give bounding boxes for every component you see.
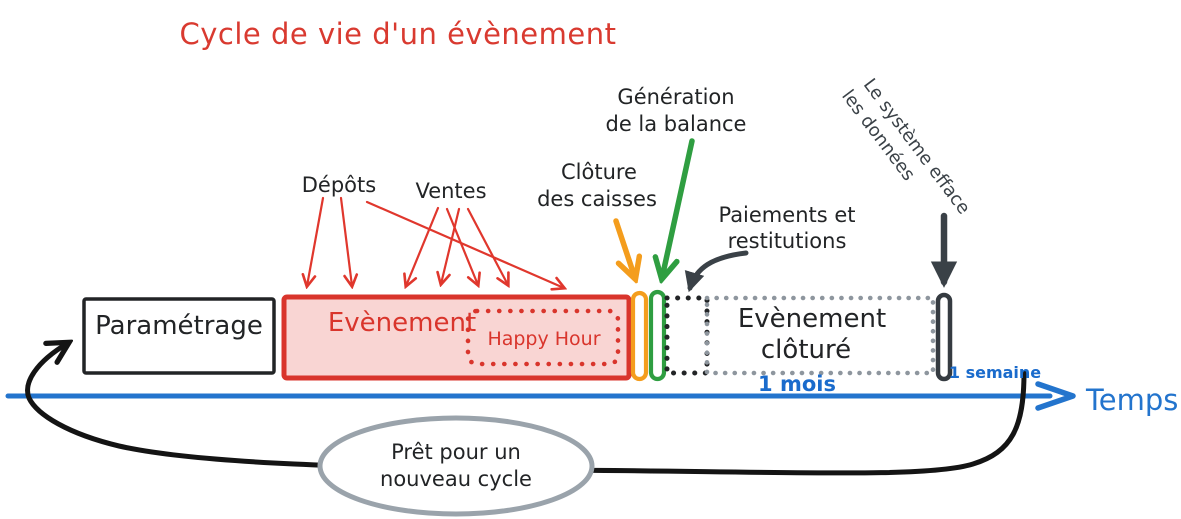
one-month-marker: 1 mois <box>758 372 836 396</box>
cloture-caisses-bar <box>630 290 649 382</box>
cloture-caisses-label-line2: des caisses <box>537 187 657 211</box>
paiements-dotted-box <box>664 295 710 376</box>
diagram-title: Cycle de vie d'un évènement <box>180 17 617 51</box>
vente-arrow <box>406 206 440 286</box>
new-cycle-ellipse <box>317 415 595 517</box>
happy-hour-label: Happy Hour <box>487 328 600 350</box>
cloture-caisses-group: Clôture des caisses <box>537 160 657 382</box>
parametrage-box <box>82 297 276 375</box>
depot-arrow <box>339 196 352 286</box>
systeme-efface-label: Le système efface les données <box>837 75 974 219</box>
generation-balance-arrow <box>662 138 695 278</box>
depots-label: Dépôts <box>302 173 376 197</box>
temps-axis-label: Temps <box>1085 383 1178 417</box>
deposit-sales-arrows <box>307 196 564 288</box>
cloture-caisses-label-line1: Clôture <box>561 160 637 184</box>
timeline-arrowhead-icon <box>1035 381 1076 411</box>
ventes-label: Ventes <box>415 179 486 203</box>
new-cycle-bubble: Prêt pour un nouveau cycle <box>317 415 595 517</box>
vente-arrow <box>445 207 478 285</box>
paiements-group: Paiements et restitutions <box>684 203 856 293</box>
timeline-axis <box>5 381 1076 411</box>
evenement-box <box>281 294 632 381</box>
one-week-marker: 1 semaine <box>949 363 1041 382</box>
generation-balance-group: Génération de la balance <box>606 85 747 382</box>
evenement-cloture-label-line1: Evènement <box>738 304 886 334</box>
stage-evenement: Evènement Happy Hour <box>281 294 632 381</box>
depot-long-arrow <box>365 200 564 288</box>
cloture-caisses-arrow <box>613 218 635 278</box>
generation-balance-label-line1: Génération <box>617 85 734 109</box>
paiements-label-line2: restitutions <box>728 229 847 253</box>
new-cycle-label-line2: nouveau cycle <box>380 467 532 491</box>
evenement-label: Evènement <box>328 308 476 338</box>
depot-arrow <box>307 196 325 286</box>
paiements-arrow <box>684 250 749 293</box>
generation-balance-bar <box>648 289 667 382</box>
generation-balance-label-line2: de la balance <box>606 112 747 136</box>
happy-hour-box <box>465 308 621 367</box>
stage-evenement-cloture: Evènement clôturé <box>664 295 936 376</box>
evenement-cloture-box <box>704 295 936 376</box>
systeme-efface-bar <box>935 292 953 382</box>
evenement-cloture-label-line2: clôturé <box>761 335 851 365</box>
new-cycle-label-line1: Prêt pour un <box>391 440 521 464</box>
stage-parametrage: Paramétrage <box>82 297 276 375</box>
vente-arrow <box>466 207 508 285</box>
paiements-label-line1: Paiements et <box>718 203 855 227</box>
vente-arrow <box>441 207 461 284</box>
parametrage-label: Paramétrage <box>95 311 263 341</box>
